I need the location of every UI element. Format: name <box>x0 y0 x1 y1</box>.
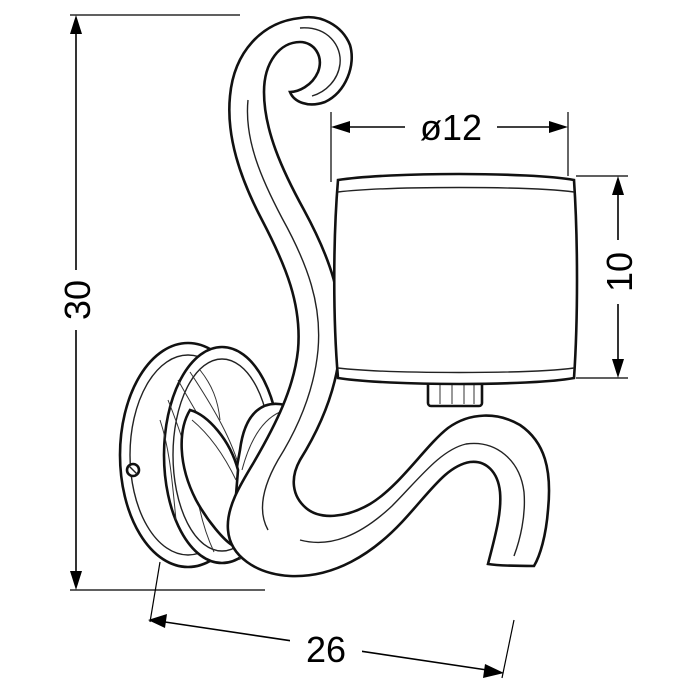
shade-diameter-value: ø12 <box>420 107 482 148</box>
lamp-socket <box>426 380 484 408</box>
lampshade <box>332 172 579 386</box>
height-dimension: 30 <box>57 14 265 591</box>
wall-lamp-illustration <box>118 15 579 578</box>
width-value: 26 <box>306 629 346 670</box>
width-dimension: 26 <box>148 561 515 679</box>
lamp-arm <box>226 15 551 578</box>
height-value: 30 <box>57 280 98 320</box>
screw-icon <box>125 462 141 478</box>
shade-height-dimension: 10 <box>576 175 640 379</box>
shade-height-value: 10 <box>599 252 640 292</box>
shade-diameter-dimension: ø12 <box>330 104 569 182</box>
